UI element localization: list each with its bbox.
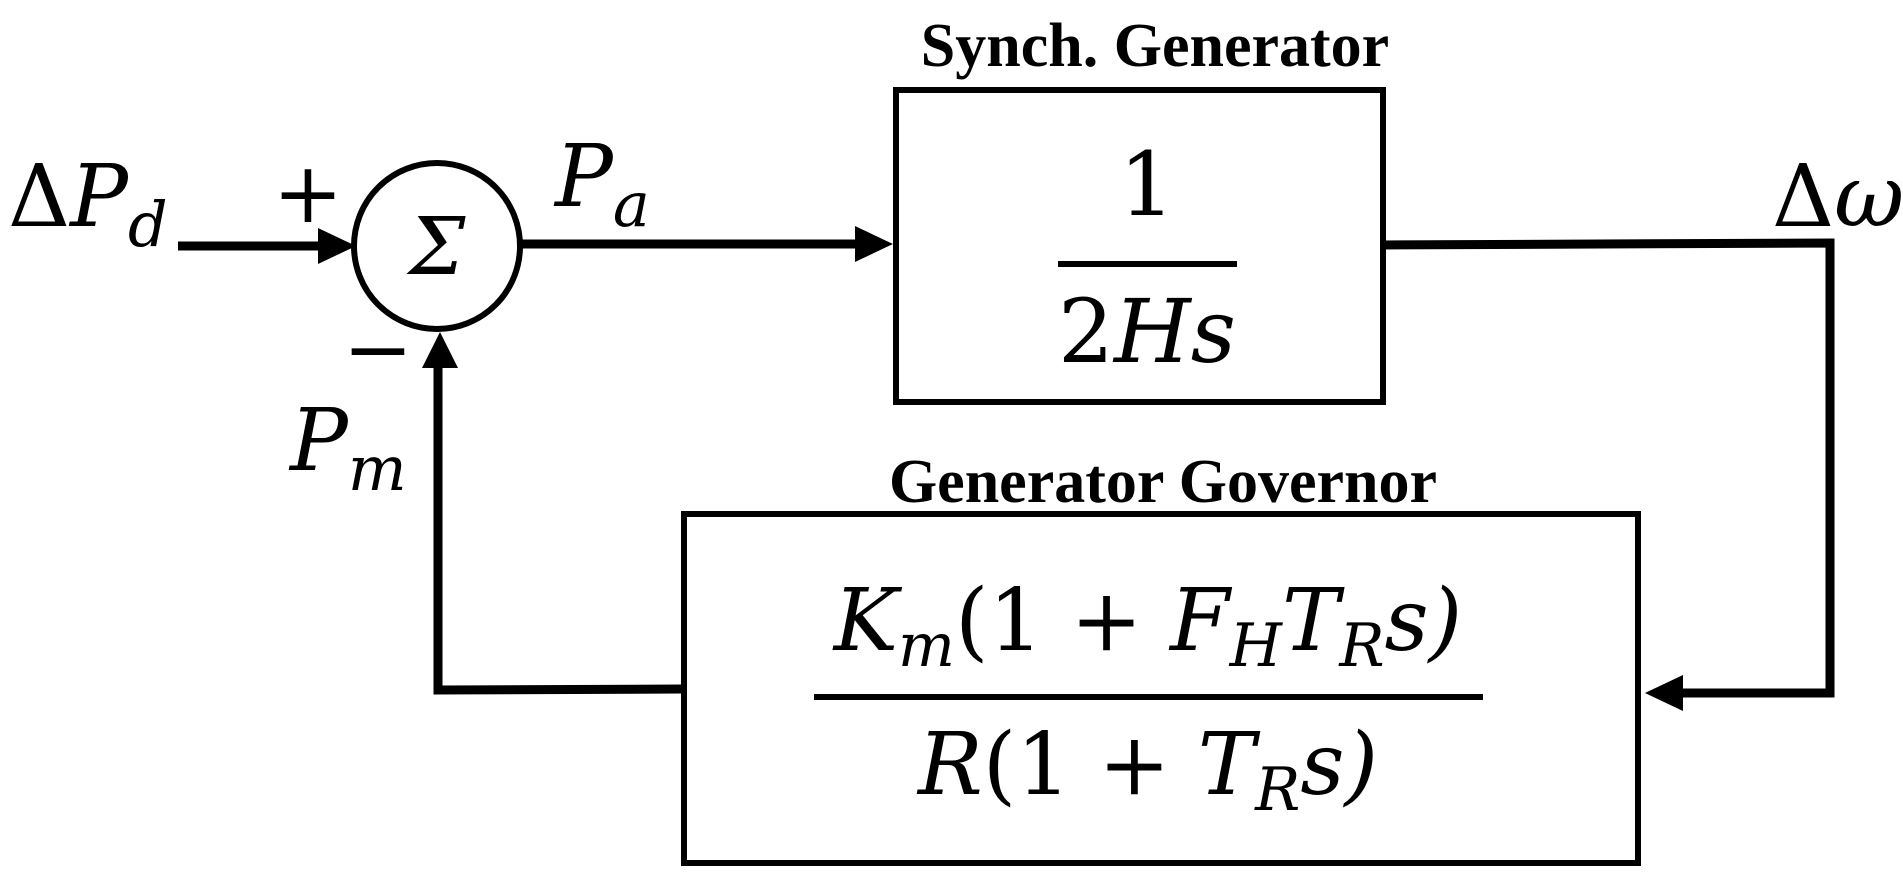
governor-num-close: s) [1385,571,1463,671]
governor-num-open: (1 + [955,571,1170,671]
governor-den-t: T [1198,715,1261,815]
accel-arrowhead [855,226,893,262]
summer-symbol: Σ [406,200,466,293]
governor-den-close: s) [1300,715,1378,815]
governor-num-t-sub: R [1338,611,1384,681]
generator-denominator-var: Hs [1112,280,1236,383]
governor-block [681,511,1641,866]
input-delta: Δ [8,147,70,247]
governor-num-k: K [832,571,903,671]
governor-num-k-sub: m [898,611,955,681]
output-var: ω [1834,147,1903,247]
accel-sub: a [613,168,650,241]
governor-den-r: R [916,715,983,815]
accel-signal-label: Pa [553,127,650,241]
mech-sub: m [348,432,407,505]
output-feedback-line [1381,238,1835,698]
governor-denominator: R(1 + TRs) [916,715,1378,825]
generator-numerator: 1 [1119,133,1175,236]
summer-plus-sign: + [273,144,343,242]
governor-num-f-sub: H [1229,611,1284,681]
summing-junction [351,160,523,332]
generator-block [893,87,1386,405]
governor-den-t-sub: R [1254,755,1300,825]
input-sub: d [128,188,168,261]
generator-block-title: Synch. Generator [921,12,1389,80]
input-signal-label: ΔPd [8,147,168,261]
governor-num-t: T [1282,571,1345,671]
mech-feedback-line [433,367,683,695]
output-delta: Δ [1772,147,1834,247]
governor-numerator: Km(1 + FHTRs) [832,571,1462,681]
generator-denominator: 2Hs [1058,280,1236,383]
output-signal-label: Δω [1772,147,1903,247]
generator-denominator-coef: 2 [1058,280,1114,383]
input-var: P [68,147,130,247]
governor-block-title: Generator Governor [889,448,1437,516]
mech-var: P [288,391,350,491]
summer-feedback-arrowhead [422,332,458,368]
governor-input-arrowhead [1645,675,1683,711]
input-arrowhead [318,228,356,264]
summer-minus-sign: − [343,300,413,398]
mech-signal-label: Pm [288,391,407,505]
governor-num-f: F [1168,571,1233,671]
accel-var: P [553,127,615,227]
governor-den-open: (1 + [983,715,1198,815]
